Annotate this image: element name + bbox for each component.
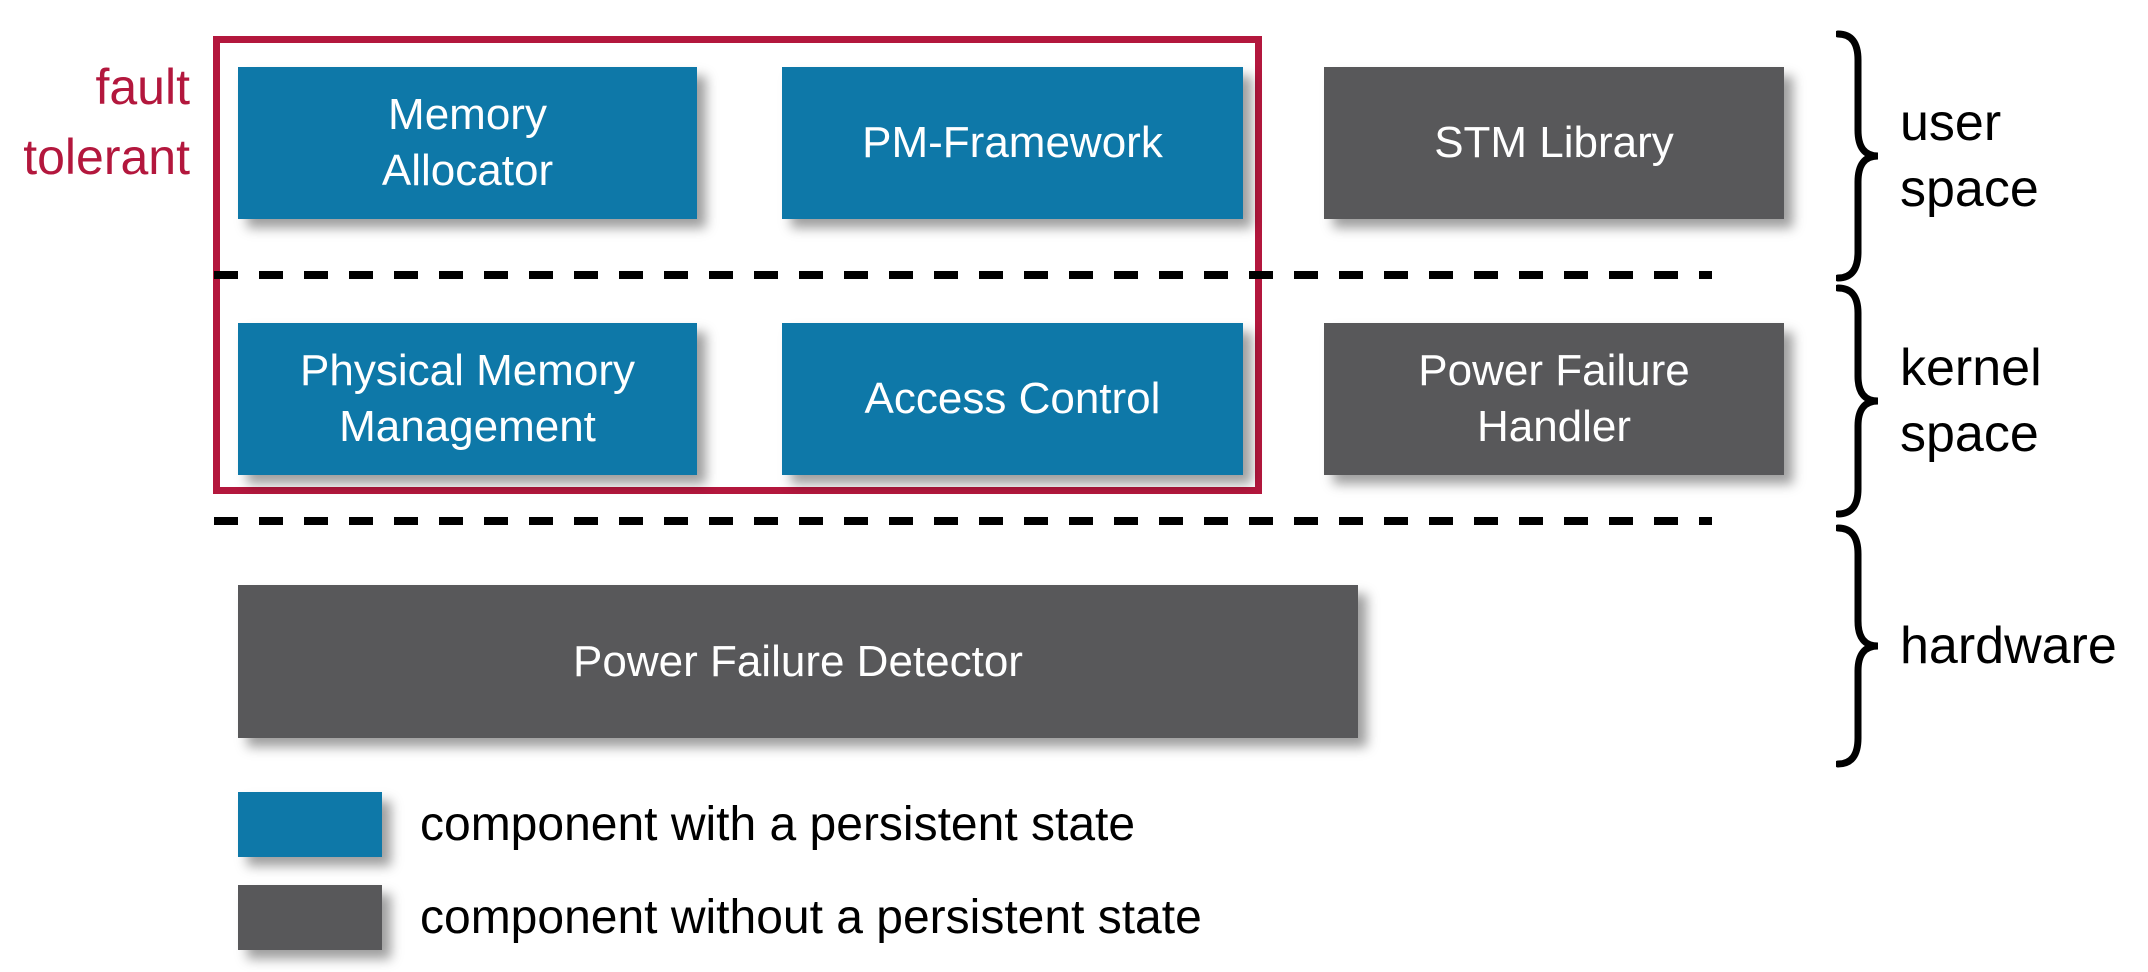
hardware-label: hardware: [1900, 613, 2117, 679]
power-failure-detector-box: Power Failure Detector: [238, 585, 1358, 738]
power-failure-detector-label: Power Failure Detector: [573, 636, 1023, 686]
power-failure-handler-label-line2: Handler: [1476, 402, 1632, 451]
legend-non-persistent-swatch: [238, 885, 382, 950]
stm-library-box: STM Library: [1324, 67, 1784, 219]
access-control-label: Access Control: [864, 374, 1161, 423]
memory-allocator-label-line2: Allocator: [381, 146, 554, 195]
memory-allocator-label-line1: Memory: [388, 90, 547, 139]
physical-memory-management-label-line1: Physical Memory: [300, 346, 635, 395]
hardware-brace-icon: [1836, 524, 1880, 768]
user-kernel-divider: [214, 271, 1712, 279]
legend-persistent-swatch: [238, 792, 382, 857]
legend-non-persistent-label: component without a persistent state: [420, 891, 1202, 944]
kernel-space-label: kernel space: [1900, 335, 2042, 467]
access-control-box: Access Control: [782, 323, 1243, 475]
fault-tolerant-annotation-line2: tolerant: [23, 129, 190, 185]
stm-library-label: STM Library: [1434, 118, 1674, 167]
power-failure-handler-box: Power Failure Handler: [1324, 323, 1784, 475]
physical-memory-management-label-line2: Management: [339, 402, 596, 451]
memory-allocator-box: Memory Allocator: [238, 67, 697, 219]
user-space-label-line2: space: [1900, 160, 2039, 218]
kernel-space-label-line2: space: [1900, 405, 2039, 463]
physical-memory-management-box: Physical Memory Management: [238, 323, 697, 475]
pm-framework-label: PM-Framework: [862, 118, 1163, 167]
user-space-brace-icon: [1836, 30, 1880, 282]
hardware-label-line1: hardware: [1900, 617, 2117, 675]
legend-persistent-label: component with a persistent state: [420, 798, 1136, 851]
kernel-hardware-divider: [214, 517, 1712, 525]
fault-tolerant-annotation: fault tolerant: [10, 52, 190, 192]
pm-framework-box: PM-Framework: [782, 67, 1243, 219]
fault-tolerant-outline: [213, 36, 1262, 494]
kernel-space-label-line1: kernel: [1900, 339, 2042, 397]
fault-tolerant-annotation-line1: fault: [95, 59, 190, 115]
kernel-space-brace-icon: [1836, 284, 1880, 518]
user-space-label: user space: [1900, 90, 2039, 222]
power-failure-handler-label-line1: Power Failure: [1418, 346, 1690, 395]
user-space-label-line1: user: [1900, 94, 2002, 152]
